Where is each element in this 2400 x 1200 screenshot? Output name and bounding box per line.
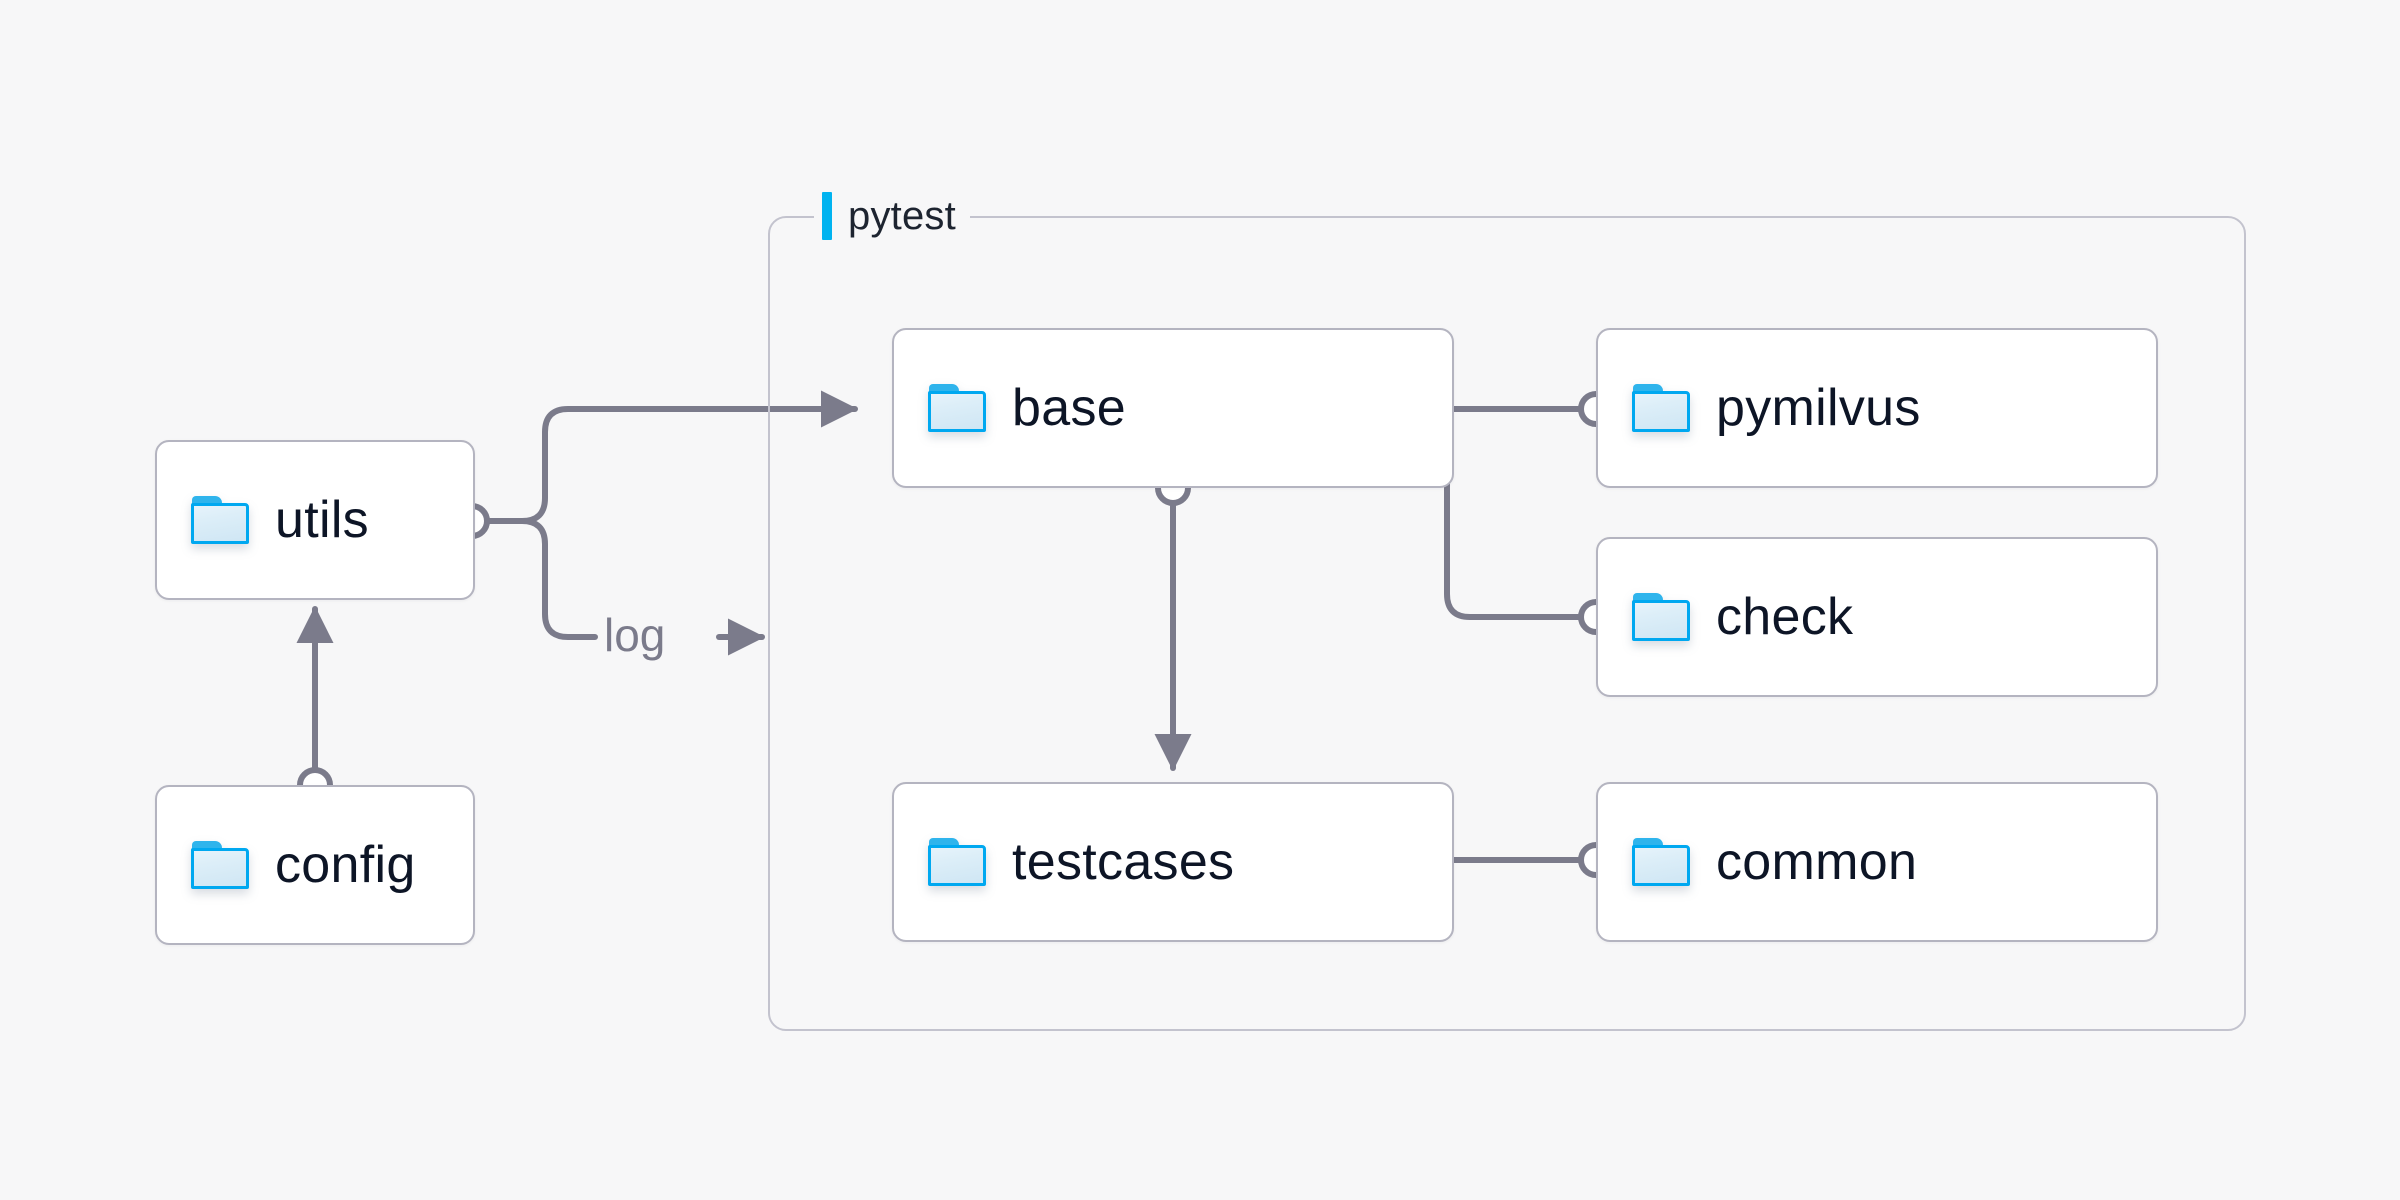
folder-icon bbox=[1632, 593, 1690, 641]
node-pymilvus-label: pymilvus bbox=[1716, 379, 1921, 437]
group-pytest-label: pytest bbox=[814, 190, 970, 242]
node-base[interactable]: base bbox=[892, 328, 1454, 488]
folder-icon bbox=[928, 384, 986, 432]
node-testcases[interactable]: testcases bbox=[892, 782, 1454, 942]
node-base-label: base bbox=[1012, 379, 1126, 437]
edge-utils-log bbox=[519, 518, 598, 640]
folder-icon bbox=[191, 841, 249, 889]
node-pymilvus[interactable]: pymilvus bbox=[1596, 328, 2158, 488]
node-testcases-label: testcases bbox=[1012, 833, 1235, 891]
group-pytest-title: pytest bbox=[848, 193, 956, 238]
group-pytest[interactable] bbox=[768, 216, 2246, 1031]
edge-label-log: log bbox=[604, 609, 666, 661]
node-check-label: check bbox=[1716, 588, 1854, 646]
node-config-label: config bbox=[275, 836, 416, 894]
node-utils-label: utils bbox=[275, 491, 369, 549]
group-accent-bar bbox=[822, 192, 832, 240]
node-config[interactable]: config bbox=[155, 785, 475, 945]
node-utils[interactable]: utils bbox=[155, 440, 475, 600]
node-common-label: common bbox=[1716, 833, 1918, 891]
folder-icon bbox=[1632, 384, 1690, 432]
folder-icon bbox=[1632, 838, 1690, 886]
folder-icon bbox=[191, 496, 249, 544]
node-check[interactable]: check bbox=[1596, 537, 2158, 697]
folder-icon bbox=[928, 838, 986, 886]
node-common[interactable]: common bbox=[1596, 782, 2158, 942]
